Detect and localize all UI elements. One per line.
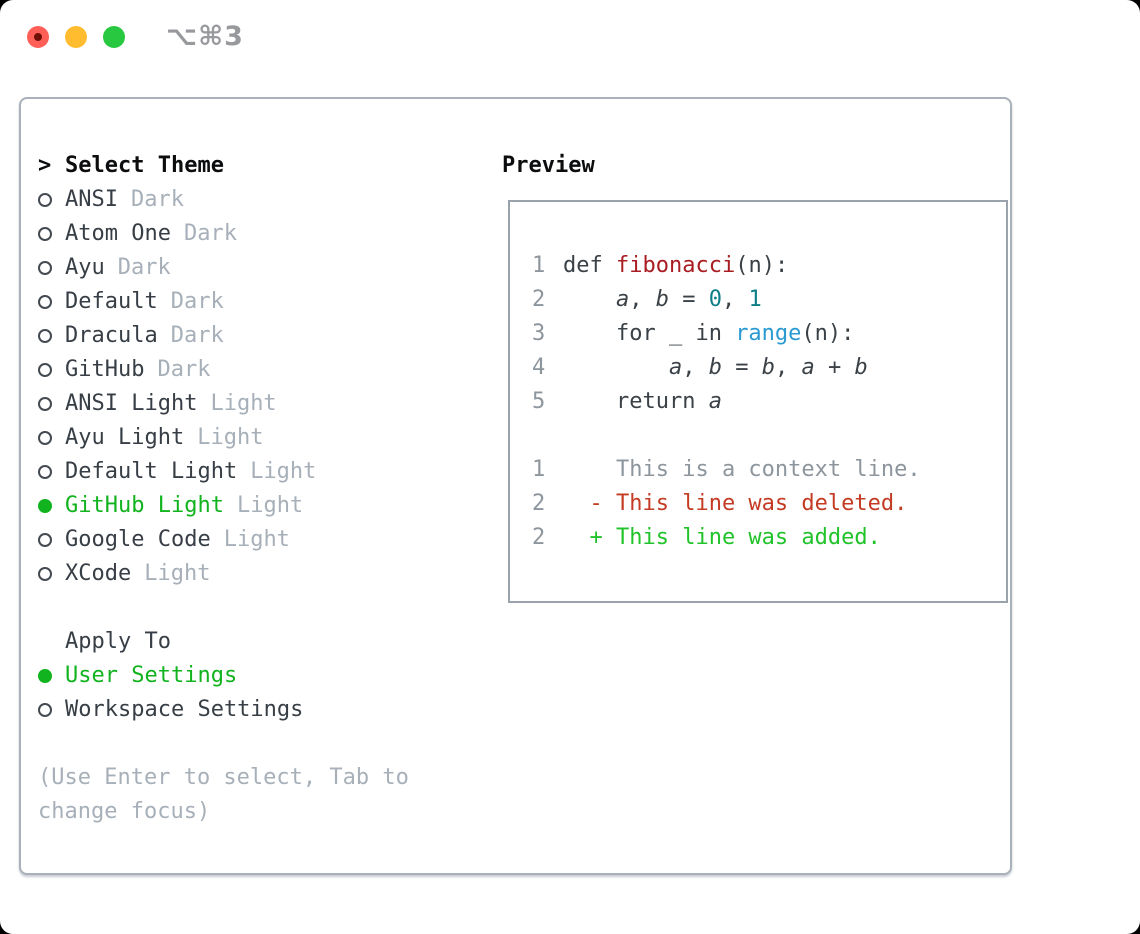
theme-option-default-light[interactable]: Default Light Light: [38, 455, 468, 489]
radio-selected-icon: [38, 499, 52, 513]
select-theme-header: > Select Theme: [38, 149, 468, 183]
builtin-token: range: [735, 321, 802, 346]
number-token: 0: [708, 287, 722, 312]
radio-icon: [38, 363, 52, 377]
theme-option-ansi-light[interactable]: ANSI Light Light: [38, 387, 468, 421]
radio-icon: [38, 533, 52, 547]
function-name-token: fibonacci: [615, 253, 736, 278]
theme-option-atom-one-dark[interactable]: Atom One Dark: [38, 217, 468, 251]
radio-icon: [38, 397, 52, 411]
radio-icon: [38, 329, 52, 343]
apply-to-header: Apply To: [38, 625, 468, 659]
theme-option-dracula-dark[interactable]: Dracula Dark: [38, 319, 468, 353]
code-line: 2 a, b = 0, 1: [532, 283, 1006, 317]
close-button[interactable]: [27, 26, 49, 48]
radio-icon: [38, 227, 52, 241]
line-number: 2: [532, 287, 546, 312]
line-number: 2: [532, 491, 546, 516]
radio-icon: [38, 465, 52, 479]
line-number: 1: [532, 457, 546, 482]
titlebar: [27, 26, 125, 48]
code-line: 4 a, b = b, a + b: [532, 351, 1006, 385]
theme-option-github-dark[interactable]: GitHub Dark: [38, 353, 468, 387]
code-line: 5 return a: [532, 385, 1006, 419]
number-token: 1: [748, 287, 762, 312]
record-dot-icon: [34, 33, 42, 41]
theme-option-ayu-light[interactable]: Ayu Light Light: [38, 421, 468, 455]
radio-icon: [38, 295, 52, 309]
theme-option-github-light[interactable]: GitHub Light Light: [38, 489, 468, 523]
blank-line: [532, 419, 1006, 453]
minimize-button[interactable]: [65, 26, 87, 48]
line-number: 1: [532, 253, 546, 278]
apply-option-user-settings[interactable]: User Settings: [38, 659, 468, 693]
apply-option-workspace-settings[interactable]: Workspace Settings: [38, 693, 468, 727]
line-number: 5: [532, 389, 546, 414]
theme-option-ayu-dark[interactable]: Ayu Dark: [38, 251, 468, 285]
spacer: [38, 727, 468, 761]
diff-deleted-line: 2 - This line was deleted.: [532, 487, 1006, 521]
code-line: 3 for _ in range(n):: [532, 317, 1006, 351]
selection-cursor-icon: >: [38, 153, 52, 178]
radio-selected-icon: [38, 669, 52, 683]
radio-icon: [38, 567, 52, 581]
theme-option-default-dark[interactable]: Default Dark: [38, 285, 468, 319]
line-number: 4: [532, 355, 546, 380]
radio-icon: [38, 193, 52, 207]
theme-picker-panel: > Select Theme ANSI Dark Atom One Dark A…: [19, 97, 1012, 875]
spacer: [38, 591, 468, 625]
diff-added-line: 2 + This line was added.: [532, 521, 1006, 555]
radio-icon: [38, 703, 52, 717]
diff-context-line: 1 This is a context line.: [532, 453, 1006, 487]
theme-option-google-code[interactable]: Google Code Light: [38, 523, 468, 557]
select-theme-title: Select Theme: [65, 153, 224, 178]
preview-title: Preview: [502, 153, 595, 178]
zoom-button[interactable]: [103, 26, 125, 48]
window-title: ⌥⌘3: [166, 21, 244, 52]
radio-icon: [38, 431, 52, 445]
radio-icon: [38, 261, 52, 275]
theme-list: > Select Theme ANSI Dark Atom One Dark A…: [38, 149, 468, 829]
line-number: 2: [532, 525, 546, 550]
line-number: 3: [532, 321, 546, 346]
help-text: (Use Enter to select, Tab to change focu…: [38, 765, 409, 824]
theme-option-xcode[interactable]: XCode Light: [38, 557, 468, 591]
theme-option-ansi-dark[interactable]: ANSI Dark: [38, 183, 468, 217]
apply-to-title: Apply To: [65, 629, 171, 654]
